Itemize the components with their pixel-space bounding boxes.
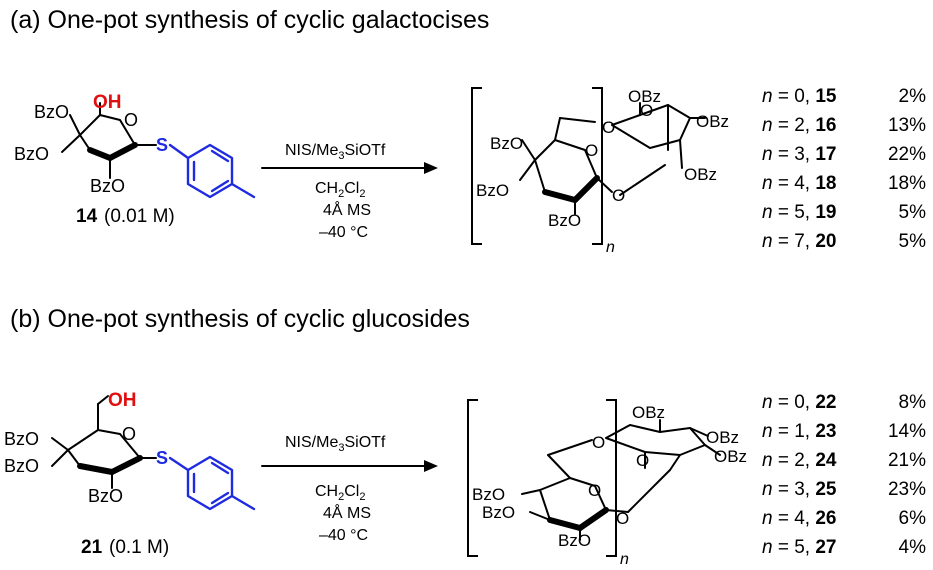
r21-bzo-2: BzO (88, 486, 123, 506)
reagent-b-solvent: CH2Cl2 (315, 483, 365, 503)
r14-bzo-3: BzO (14, 144, 49, 164)
compound-14-conc: (0.01 M) (104, 206, 175, 227)
pa-o-1: O (602, 118, 615, 137)
r21-sulfur: S (156, 448, 168, 468)
reaction-arrow-a (261, 162, 438, 174)
yield-pct: 13% (888, 115, 926, 136)
yield-row: n = 2, 16 (762, 115, 837, 136)
pb-o-1: O (592, 433, 605, 452)
pa-obz-2: OBz (696, 112, 729, 131)
yield-row: n = 5, 19 (762, 202, 837, 223)
yield-pct: 18% (888, 173, 926, 194)
compound-21-number: 21 (81, 537, 103, 558)
product-b-structure (467, 399, 721, 557)
compound-21-conc: (0.1 M) (109, 537, 169, 558)
r21-bzo-4: BzO (4, 429, 39, 449)
pb-obz-2: OBz (706, 428, 739, 447)
pa-bzo-3: BzO (548, 211, 581, 230)
yields-a: n = 0, 15 2% n = 2, 16 13% n = 3, 17 22%… (762, 86, 926, 252)
reagent-b-ms: 4Å MS (323, 503, 371, 522)
r14-sulfur: S (156, 135, 168, 155)
yield-row: n = 3, 25 (762, 479, 837, 500)
r14-ring-o: O (124, 110, 138, 130)
r14-bzo-4: BzO (34, 102, 69, 122)
pa-bzo-1: BzO (490, 134, 523, 153)
pa-obz-3: OBz (684, 165, 717, 184)
pa-bzo-2: BzO (476, 181, 509, 200)
yield-row: n = 2, 24 (762, 450, 837, 471)
pb-bzo-2: BzO (482, 503, 515, 522)
r14-bzo-2: BzO (90, 176, 125, 196)
yield-pct: 22% (888, 144, 926, 165)
reactant-21-structure (51, 395, 256, 511)
pa-o-2: O (640, 101, 653, 120)
r21-ring-o: O (122, 424, 136, 444)
reactant-14-structure (61, 102, 256, 199)
pb-obz-3: OBz (714, 447, 747, 466)
section-a-title: (a) One-pot synthesis of cyclic galactoc… (10, 6, 489, 34)
r21-bzo-3: BzO (4, 456, 39, 476)
r14-oh: OH (93, 92, 122, 113)
yield-row: n = 0, 15 (762, 86, 837, 107)
pa-o-4: O (612, 186, 625, 205)
section-b-title: (b) One-pot synthesis of cyclic glucosid… (10, 305, 470, 333)
reagent-a-solvent: CH2Cl2 (315, 180, 365, 200)
yield-row: n = 4, 18 (762, 173, 837, 194)
reagent-a-nis: NIS/Me3SiOTf (285, 142, 386, 162)
pb-bzo-3: BzO (558, 531, 591, 550)
pb-o-2: O (636, 451, 649, 470)
product-a-structure (471, 87, 706, 245)
yield-row: n = 3, 17 (762, 144, 837, 165)
yield-row: n = 0, 22 (762, 392, 837, 413)
pb-obz-1: OBz (632, 403, 665, 422)
pa-obz-1: OBz (628, 87, 661, 106)
yield-pct: 2% (899, 86, 927, 107)
yield-row: n = 5, 27 (762, 537, 837, 558)
pb-o-4: O (616, 509, 629, 528)
compound-14-number: 14 (76, 206, 98, 227)
pb-subscript-n: n (620, 551, 629, 568)
yield-pct: 5% (899, 231, 927, 252)
yield-row: n = 4, 26 (762, 508, 837, 529)
reagent-b-temp: –40 °C (319, 527, 368, 544)
reagent-a-ms: 4Å MS (323, 200, 371, 219)
yield-row: n = 7, 20 (762, 231, 837, 252)
r21-oh: OH (108, 390, 137, 411)
reagent-a-temp: –40 °C (319, 224, 368, 241)
pa-subscript-n: n (606, 239, 615, 256)
reagent-b-nis: NIS/Me3SiOTf (285, 434, 386, 454)
yield-pct: 14% (888, 421, 926, 442)
pb-o-3: O (588, 481, 601, 500)
yield-pct: 8% (899, 392, 927, 413)
pb-bzo-1: BzO (472, 485, 505, 504)
yield-pct: 4% (899, 537, 927, 558)
yield-row: n = 1, 23 (762, 421, 837, 442)
yield-pct: 21% (888, 450, 926, 471)
reaction-arrow-b (261, 460, 438, 472)
yield-pct: 5% (899, 202, 927, 223)
yields-b: n = 0, 22 8% n = 1, 23 14% n = 2, 24 21%… (762, 392, 926, 558)
yield-pct: 6% (899, 508, 927, 529)
yield-pct: 23% (888, 479, 926, 500)
pa-o-3: O (585, 141, 598, 160)
